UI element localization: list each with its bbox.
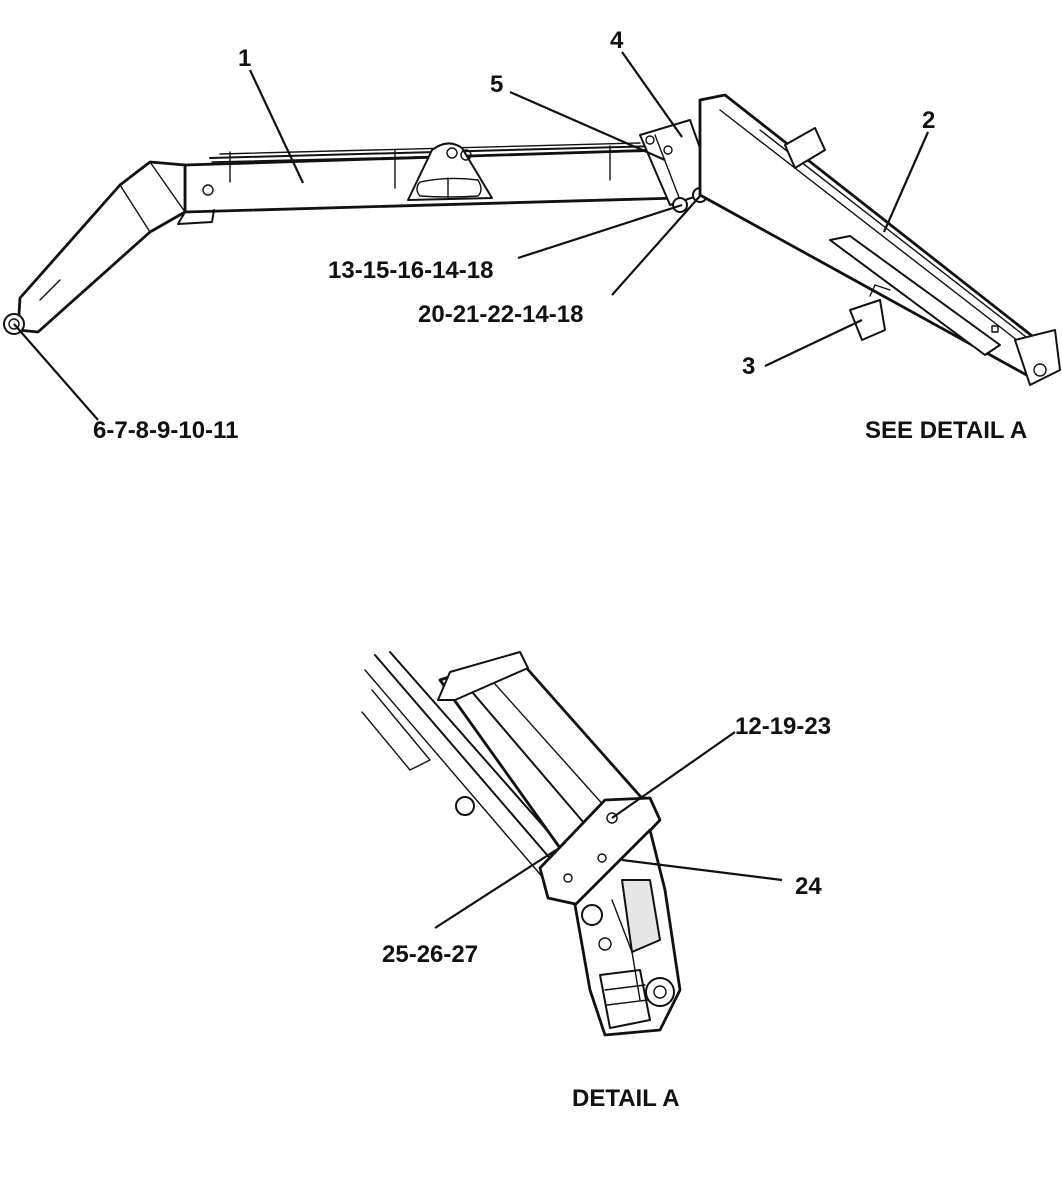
- callout-12-19-23: 12-19-23: [735, 713, 831, 740]
- callout-1: 1: [238, 45, 251, 72]
- callout-6-7-8-9-10-11: 6-7-8-9-10-11: [93, 417, 238, 444]
- callout-4: 4: [610, 27, 624, 54]
- callout-20-21-22-14-18: 20-21-22-14-18: [418, 301, 583, 328]
- callout-5: 5: [490, 71, 503, 98]
- callout-2: 2: [922, 107, 935, 134]
- detail-a-caption: DETAIL A: [572, 1085, 680, 1112]
- boom-assembly-drawing: [3, 93, 1061, 386]
- detail-leader-lines: [434, 731, 783, 929]
- callout-6-13-15-16-14-18: 13-15-16-14-18: [328, 257, 493, 284]
- callout-24: 24: [795, 873, 822, 900]
- detail-callouts: 12-19-23 24 25-26-27 DETAIL A: [382, 713, 831, 1112]
- upper-leader-lines: [13, 51, 930, 421]
- callout-3: 3: [742, 353, 755, 380]
- detail-a-drawing: [361, 651, 682, 1037]
- callout-25-26-27: 25-26-27: [382, 941, 478, 968]
- upper-callouts: 1 4 5 2 13-15-16-14-18 20-21-22-14-18 3 …: [93, 27, 1027, 444]
- see-detail-a-caption: SEE DETAIL A: [865, 417, 1027, 444]
